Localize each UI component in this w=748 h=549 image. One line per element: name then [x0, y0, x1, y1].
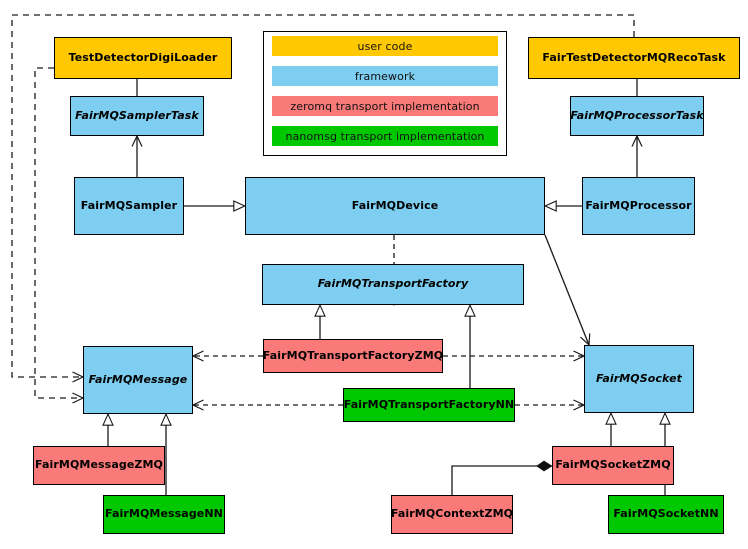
legend-label-framework: framework [354, 69, 416, 83]
class-label: FairMQMessage [88, 372, 188, 386]
class-label: FairMQTransportFactoryZMQ [262, 348, 444, 362]
class-box-fairtestdetectormqrecotask[interactable]: FairTestDetectorMQRecoTask [528, 37, 740, 79]
class-box-fairmqmessage[interactable]: FairMQMessage [83, 346, 193, 414]
legend-label-nanomsg: nanomsg transport implementation [285, 129, 485, 143]
class-box-fairmqprocessortask[interactable]: FairMQProcessorTask [570, 96, 704, 136]
class-box-fairmqmessagezmq[interactable]: FairMQMessageZMQ [33, 446, 165, 485]
class-box-fairmqsocketzmq[interactable]: FairMQSocketZMQ [552, 446, 674, 485]
class-label: FairMQProcessor [585, 198, 692, 212]
edge-device-socket [544, 234, 591, 347]
class-label: FairMQMessageNN [105, 507, 223, 521]
class-box-fairmqprocessor[interactable]: FairMQProcessor [582, 177, 695, 235]
class-box-fairmqsamplertask[interactable]: FairMQSamplerTask [70, 96, 204, 136]
class-label: FairMQMessageZMQ [35, 458, 163, 472]
legend-label-user-code: user code [357, 39, 413, 53]
class-box-fairmqmessagenn[interactable]: FairMQMessageNN [103, 495, 225, 534]
class-label: FairMQSocketZMQ [555, 458, 671, 472]
class-label: FairTestDetectorMQRecoTask [542, 50, 726, 64]
class-box-fairmqdevice[interactable]: FairMQDevice [245, 177, 545, 235]
class-box-fairmqsampler[interactable]: FairMQSampler [74, 177, 184, 235]
legend-item-user-code: user code [272, 36, 498, 56]
class-label: FairMQDevice [351, 198, 439, 212]
class-label: FairMQTransportFactory [317, 277, 469, 291]
class-box-fairmqtransportfactorynn[interactable]: FairMQTransportFactoryNN [343, 388, 515, 422]
class-box-fairmqsocket[interactable]: FairMQSocket [584, 345, 694, 413]
class-label: FairMQContextZMQ [390, 507, 514, 521]
class-label: FairMQSocketNN [613, 507, 719, 521]
class-label: TestDetectorDigiLoader [68, 50, 218, 64]
legend-label-zeromq: zeromq transport implementation [290, 99, 480, 113]
class-label: FairMQSampler [80, 198, 178, 212]
legend-item-zeromq: zeromq transport implementation [272, 96, 498, 116]
class-label: FairMQTransportFactoryNN [343, 397, 515, 411]
class-label: FairMQProcessorTask [570, 108, 704, 122]
class-box-fairmqtransportfactoryzmq[interactable]: FairMQTransportFactoryZMQ [263, 339, 443, 373]
class-box-fairmqcontextzmq[interactable]: FairMQContextZMQ [391, 495, 513, 534]
class-box-fairmqsocketnn[interactable]: FairMQSocketNN [608, 495, 724, 534]
class-box-fairmqtransportfactory[interactable]: FairMQTransportFactory [262, 264, 524, 305]
class-box-testdetectordigiloader[interactable]: TestDetectorDigiLoader [54, 37, 232, 79]
edge-contextzmq-socketzmq [451, 460, 553, 495]
class-label: FairMQSocket [595, 371, 682, 385]
class-label: FairMQSamplerTask [75, 108, 199, 122]
legend-item-nanomsg: nanomsg transport implementation [272, 126, 498, 146]
legend-item-framework: framework [272, 66, 498, 86]
